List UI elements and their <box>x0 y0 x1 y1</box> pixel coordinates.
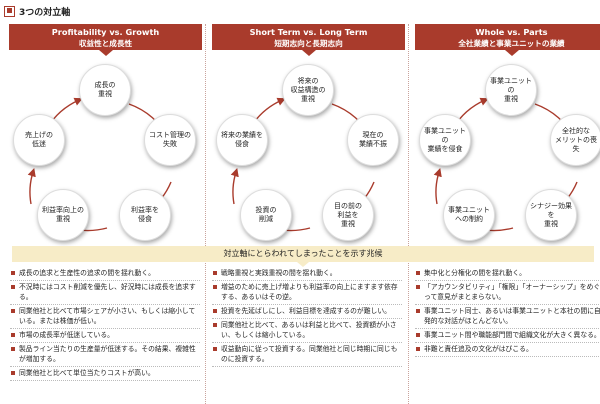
sign-item: 同業他社と比べて市場シェアが小さい、もしくは縮小している。または株価が低い。 <box>10 306 200 329</box>
cycle-node: 売上げの 低迷 <box>13 114 65 166</box>
sign-item: 投資を先延ばしにし、利益目標を達成するのが難しい。 <box>212 306 402 319</box>
cycle-node: シナジー効果を 重視 <box>525 189 577 241</box>
sign-item: 事業ユニット間や職能部門間で組織文化が大きく異なる。 <box>415 330 600 343</box>
cycle-node: 事業ユニットの 業績を侵食 <box>419 114 471 166</box>
panel-header: Whole vs. Parts 全社業績と事業ユニットの業績 <box>415 24 600 56</box>
panel-header: Short Term vs. Long Term 短期志向と長期志向 <box>212 24 405 56</box>
panel-title-ja: 短期志向と長期志向 <box>274 39 343 48</box>
square-bullet-icon <box>4 5 15 17</box>
cycle-arrow <box>27 167 36 205</box>
sign-item: 集中化と分権化の間を揺れ動く。 <box>415 268 600 281</box>
cycle-node: 事業ユニットの 重視 <box>485 64 537 116</box>
sign-item: 市場の成長率が低迷している。 <box>10 330 200 343</box>
cycle-arrow <box>230 167 239 205</box>
sign-item: 収益動向に従って投資する。同業他社と同じ時期に同じものに投資する。 <box>212 344 402 367</box>
panel-title-en: Short Term vs. Long Term <box>249 27 368 37</box>
page-header: 3つの対立軸 <box>4 3 70 19</box>
sign-item: 成長の追求と生産性の追求の間を揺れ動く。 <box>10 268 200 281</box>
cycle-node: 投資の 削減 <box>240 189 292 241</box>
panel-title-en: Whole vs. Parts <box>475 27 548 37</box>
page-title: 3つの対立軸 <box>19 7 71 18</box>
sign-item: 非難と責任追及の文化がはびこる。 <box>415 344 600 357</box>
sign-item: 戦略重視と実践重視の間を揺れ動く。 <box>212 268 402 281</box>
panel-whole-parts: Whole vs. Parts 全社業績と事業ユニットの業績 事業ユニットの 重… <box>415 24 600 246</box>
panel-title-ja: 全社業績と事業ユニットの業績 <box>458 39 565 48</box>
sign-item: 同業他社と比べて単位当たりコストが高い。 <box>10 368 200 381</box>
cycle-node: 利益率向上の 重視 <box>37 189 89 241</box>
panel-title-en: Profitability vs. Growth <box>51 27 160 37</box>
cycle-arrow <box>433 167 442 205</box>
panel-profitability-growth: Profitability vs. Growth 収益性と成長性 成長の 重視 … <box>9 24 202 246</box>
sign-item: 製品ライン当たりの生産量が低迷する。その結果、複雑性が増加する。 <box>10 344 200 367</box>
signs-list-short-long-term: 戦略重視と実践重視の間を揺れ動く。 増益のために売上げ増よりも利益率の向上にます… <box>212 268 402 368</box>
cycle-node: 将来の 収益構造の 重視 <box>282 64 334 116</box>
cycle-node: 利益率を 侵食 <box>119 189 171 241</box>
panel-title-ja: 収益性と成長性 <box>78 39 133 48</box>
cycle-node: コスト管理の 失敗 <box>144 114 196 166</box>
sign-item: 事業ユニット同士、あるいは事業ユニットと本社の間に自発的な対話がほとんどない。 <box>415 306 600 329</box>
panel-header: Profitability vs. Growth 収益性と成長性 <box>9 24 202 56</box>
sign-item: 増益のために売上げ増よりも利益率の向上にますます依存する、あるいはその逆。 <box>212 282 402 305</box>
cycle-node: 全社的な メリットの喪失 <box>550 114 600 166</box>
sign-item: 不況時にはコスト削減を優先し、好況時には成長を追求する。 <box>10 282 200 305</box>
cycle-node: 成長の 重視 <box>79 64 131 116</box>
cycle-node: 将来の業績を 侵食 <box>216 114 268 166</box>
panel-short-long-term: Short Term vs. Long Term 短期志向と長期志向 将来の 収… <box>212 24 405 246</box>
cycle-node: 事業ユニット への制約 <box>443 189 495 241</box>
signs-list-profitability-growth: 成長の追求と生産性の追求の間を揺れ動く。 不況時にはコスト削減を優先し、好況時に… <box>10 268 200 382</box>
cycle-node: 目の前の 利益を 重視 <box>322 189 374 241</box>
cycle-node: 現在の 業績不振 <box>347 114 399 166</box>
signs-banner: 対立軸にとらわれてしまったことを示す兆候 <box>12 246 594 267</box>
signs-list-whole-parts: 集中化と分権化の間を揺れ動く。 「アカウンタビリティ」「権限」「オーナーシップ」… <box>415 268 600 358</box>
column-divider <box>408 24 409 404</box>
sign-item: 「アカウンタビリティ」「権限」「オーナーシップ」をめぐって意見がまとまらない。 <box>415 282 600 305</box>
column-divider <box>205 24 206 404</box>
sign-item: 同業他社と比べて、あるいは利益と比べて、投資額が小さい、もしくは縮小している。 <box>212 320 402 343</box>
